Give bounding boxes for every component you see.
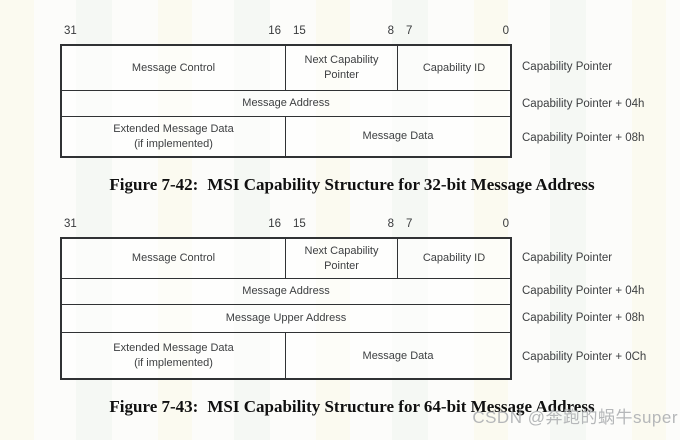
table-row-dword2: Extended Message Data (if implemented) M… <box>62 117 510 156</box>
field-label: Message Data <box>362 130 434 143</box>
field-cell-next-capability-pointer: Next Capability Pointer <box>286 239 398 278</box>
table-row-dword1: Message Address <box>62 91 510 118</box>
caption-number: Figure 7-43: <box>109 397 199 416</box>
bit-label-0: 0 <box>502 25 509 37</box>
table-row-dword1: Message Address <box>62 279 510 305</box>
field-cell-message-control: Message Control <box>62 239 286 278</box>
field-label: Message Data <box>362 349 434 362</box>
field-label: Message Upper Address <box>225 312 347 325</box>
bit-label-16: 16 <box>268 218 281 230</box>
field-cell-capability-id: Capability ID <box>398 239 510 278</box>
field-label: Message Address <box>242 285 330 298</box>
bit-label-15: 15 <box>293 218 306 230</box>
caption-number: Figure 7-42: <box>109 175 199 194</box>
field-label: Next Capability Pointer <box>304 245 379 272</box>
offset-label: Capability Pointer + 08h <box>522 132 645 144</box>
figure-caption-7-42: Figure 7-42: MSI Capability Structure for… <box>0 175 680 195</box>
bit-label-0: 0 <box>502 218 509 230</box>
bit-label-31: 31 <box>64 25 77 37</box>
field-label: Extended Message Data <box>113 123 234 136</box>
table-row-dword0: Message Control Next Capability Pointer … <box>62 46 510 91</box>
bit-ruler-64bit: 31 16 15 8 7 0 <box>60 217 512 231</box>
watermark: CSDN @奔跑的蜗牛super <box>472 408 678 427</box>
field-label: Message Control <box>131 252 216 265</box>
bit-label-7: 7 <box>406 218 413 230</box>
field-label: Message Control <box>131 61 216 74</box>
table-row-dword0: Message Control Next Capability Pointer … <box>62 239 510 279</box>
offset-label: Capability Pointer + 0Ch <box>522 351 647 363</box>
bit-label-7: 7 <box>406 25 413 37</box>
table-row-dword3: Extended Message Data (if implemented) M… <box>62 333 510 379</box>
field-label: Capability ID <box>422 61 486 74</box>
field-cell-message-control: Message Control <box>62 46 286 90</box>
offset-label: Capability Pointer + 04h <box>522 98 645 110</box>
offset-label: Capability Pointer <box>522 252 613 264</box>
register-table-64bit: Message Control Next Capability Pointer … <box>60 237 512 380</box>
offset-label: Capability Pointer + 04h <box>522 285 645 297</box>
caption-title: MSI Capability Structure for 64-bit Mess… <box>207 397 595 416</box>
bit-label-15: 15 <box>293 25 306 37</box>
field-cell-message-data: Message Data <box>286 333 510 378</box>
bit-label-8: 8 <box>387 218 394 230</box>
field-cell-message-upper-address: Message Upper Address <box>62 305 510 333</box>
field-cell-extended-message-data: Extended Message Data (if implemented) <box>62 333 286 379</box>
field-cell-extended-message-data: Extended Message Data (if implemented) <box>62 117 286 156</box>
bit-label-16: 16 <box>268 25 281 37</box>
register-table-32bit: Message Control Next Capability Pointer … <box>60 44 512 158</box>
field-label: Next Capability Pointer <box>304 54 379 81</box>
bit-label-31: 31 <box>64 218 77 230</box>
field-label: Message Address <box>242 97 330 110</box>
field-cell-message-address: Message Address <box>62 279 510 304</box>
field-cell-message-address: Message Address <box>62 91 510 117</box>
bit-ruler-32bit: 31 16 15 8 7 0 <box>60 24 512 38</box>
field-cell-next-capability-pointer: Next Capability Pointer <box>286 46 398 90</box>
field-cell-capability-id: Capability ID <box>398 46 510 90</box>
offset-label: Capability Pointer + 08h <box>522 312 645 324</box>
field-label: Extended Message Data <box>113 342 234 355</box>
field-sublabel: (if implemented) <box>134 137 213 150</box>
field-label: Capability ID <box>422 252 486 265</box>
bit-label-8: 8 <box>387 25 394 37</box>
caption-title: MSI Capability Structure for 32-bit Mess… <box>207 175 595 194</box>
table-row-dword2: Message Upper Address <box>62 305 510 334</box>
field-cell-message-data: Message Data <box>286 117 510 156</box>
figure-caption-7-43: Figure 7-43: MSI Capability Structure for… <box>0 397 680 417</box>
field-sublabel: (if implemented) <box>134 356 213 369</box>
offset-label: Capability Pointer <box>522 61 613 73</box>
